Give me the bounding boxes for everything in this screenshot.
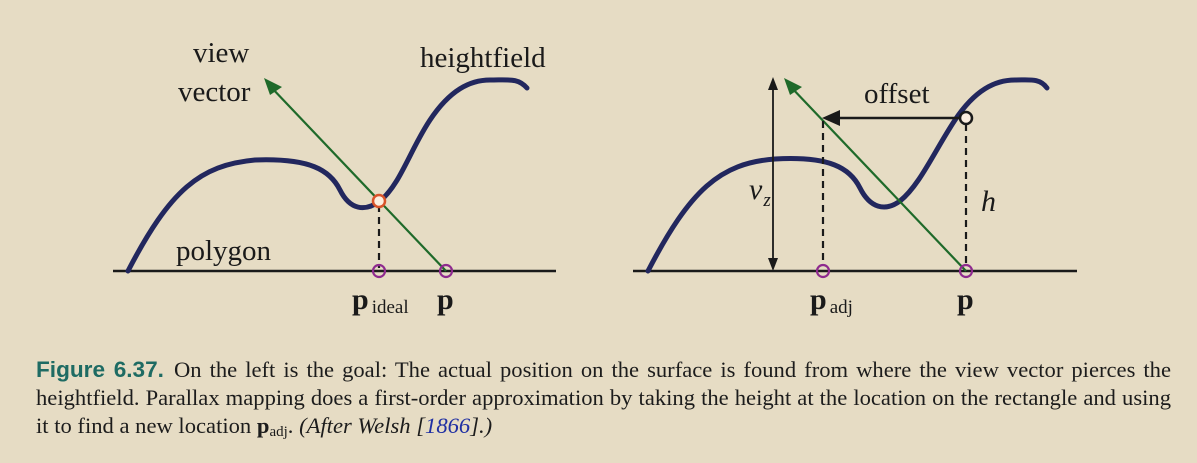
vz-label: vz — [749, 173, 771, 211]
vz-arrowhead-bottom — [768, 258, 778, 271]
h-label: h — [981, 185, 996, 218]
view-label: view — [193, 37, 249, 69]
after-text: (After Welsh [ — [299, 413, 426, 438]
p-label-right: p — [957, 283, 974, 316]
p-point — [438, 263, 454, 279]
view-vector-arrowhead — [264, 78, 282, 95]
citation-link[interactable]: 1866 — [425, 413, 471, 438]
height-sample-point — [958, 110, 974, 126]
heightfield-label: heightfield — [420, 42, 546, 74]
after-text-end: ].) — [470, 413, 493, 438]
view-vector-arrowhead — [784, 78, 802, 95]
vz-arrowhead-top — [768, 77, 778, 90]
polygon-label: polygon — [176, 235, 272, 267]
p-ideal-point — [371, 263, 387, 279]
intersection-point — [371, 193, 387, 209]
padj-subscript: adj — [269, 424, 288, 440]
view-vector-arrow — [789, 85, 967, 272]
heightfield-curve — [125, 77, 530, 274]
p-point — [958, 263, 974, 279]
p-adj-point — [815, 263, 831, 279]
padj-symbol: p — [256, 413, 270, 438]
figure-number: Figure 6.37. — [36, 357, 164, 382]
p-label-left: p — [437, 283, 454, 316]
caption-text: On the left is the goal: The actual posi… — [36, 357, 1171, 438]
vector-label: vector — [178, 76, 251, 108]
offset-arrowhead — [822, 110, 840, 126]
offset-label: offset — [864, 78, 930, 110]
view-vector-arrow — [269, 85, 447, 272]
caption-period: . — [287, 413, 300, 438]
figure-caption: Figure 6.37.On the left is the goal: The… — [36, 356, 1171, 446]
heightfield-curve — [645, 77, 1050, 274]
